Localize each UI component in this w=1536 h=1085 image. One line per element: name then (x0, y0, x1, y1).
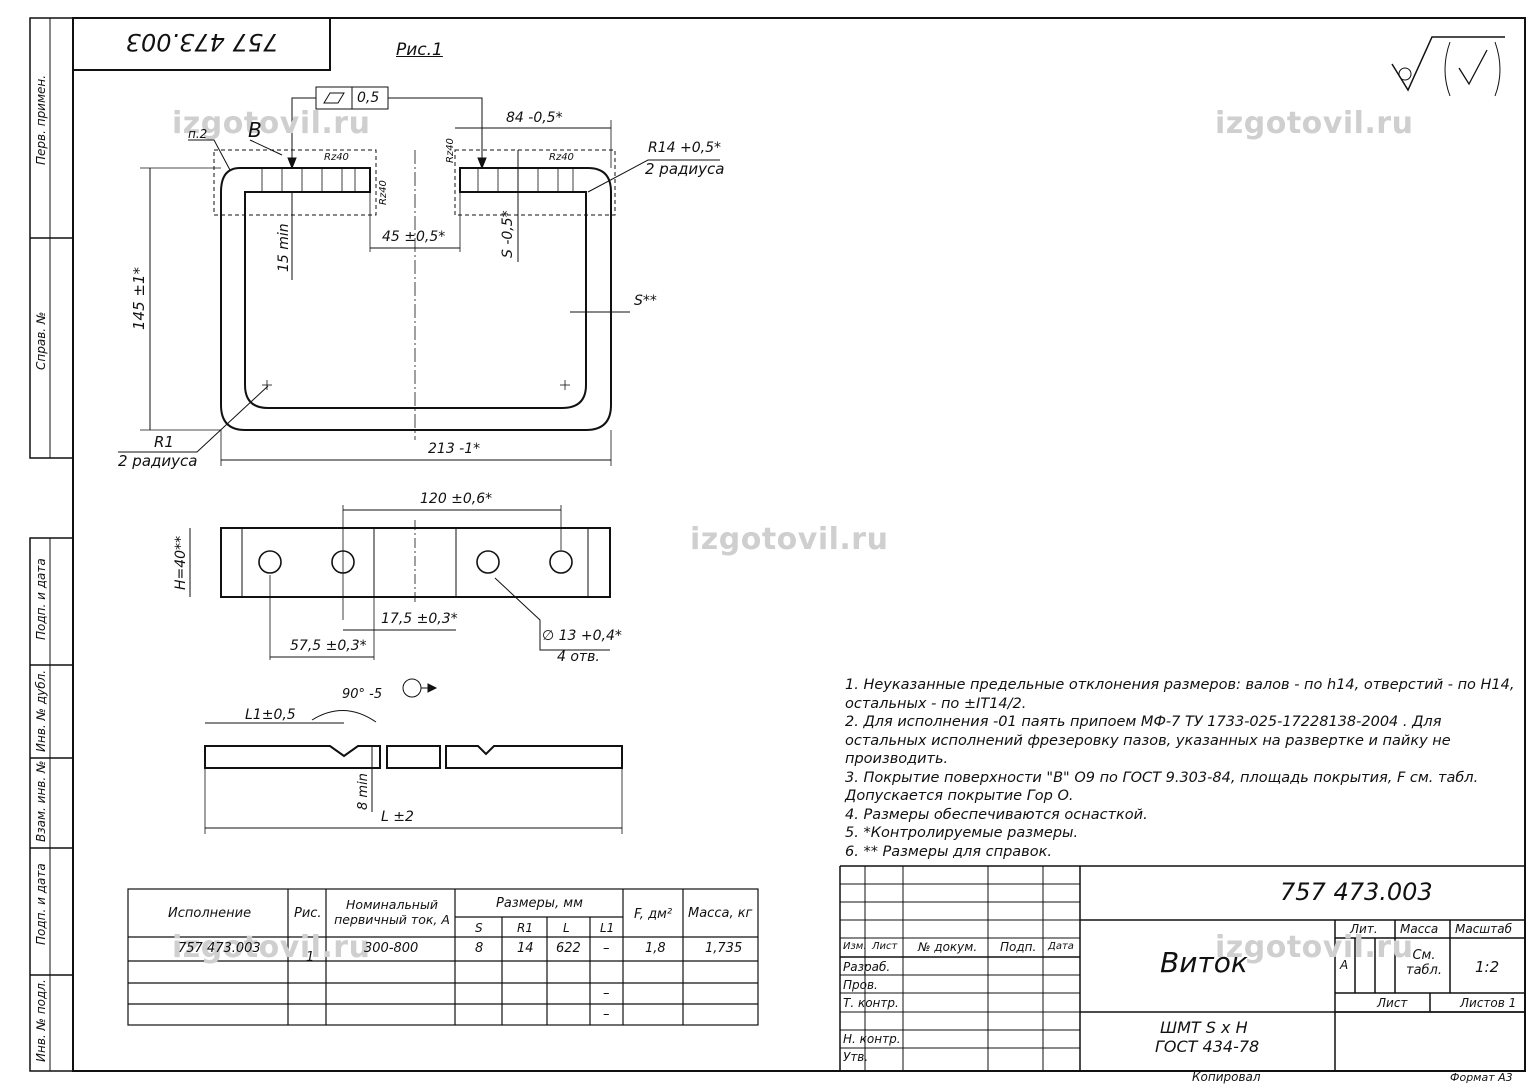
dim-d13: ∅ 13 +0,4* (542, 628, 622, 644)
note-6: 6. ** Размеры для справок. (845, 843, 1052, 860)
kopiroval: Копировал (1192, 1070, 1261, 1084)
lbl-listov: Листов 1 (1460, 996, 1517, 1010)
col-doc: № докум. (918, 940, 978, 954)
th-sizes: Размеры, мм (496, 896, 583, 911)
side-inv-podl: Инв. № подл. (34, 979, 48, 1062)
th-mass: Масса, кг (688, 906, 753, 921)
dim-213: 213 -1* (428, 441, 481, 457)
dim-r14-note: 2 радиуса (645, 160, 725, 178)
note-2: 2. Для исполнения -01 паять припоем МФ-7… (845, 714, 1451, 767)
td-s: 8 (475, 941, 484, 956)
rotated-drawing-number: 757 473.003 (125, 28, 279, 56)
dim-45: 45 ±0,5* (382, 229, 446, 245)
technical-notes: 1. Неуказанные предельные отклонения раз… (845, 676, 1525, 861)
dim-r1-note: 2 радиуса (118, 452, 198, 470)
dim-145: 145 ±1* (130, 266, 148, 330)
format: Формат А3 (1450, 1071, 1513, 1084)
figure-label: Рис.1 (396, 40, 443, 60)
th-r1: R1 (517, 921, 533, 935)
side-inv-dubl: Инв. № дубл. (34, 669, 48, 752)
watermark-2: izgotovil.ru (1215, 106, 1414, 141)
dim-17-5: 17,5 ±0,3* (381, 611, 458, 627)
col-list: Лист (872, 941, 898, 952)
td-fig: 1 (306, 950, 315, 965)
dim-84: 84 -0,5* (506, 110, 563, 126)
surface-letter: B (248, 118, 262, 142)
hdr-masshtab: Масштаб (1455, 922, 1513, 936)
side-podp-data-2: Подп. и дата (34, 863, 48, 945)
td-r1: 14 (517, 941, 534, 956)
th-fig: Рис. (294, 906, 322, 921)
dim-r1: R1 (154, 433, 174, 451)
lbl-list: Лист (1377, 996, 1408, 1010)
title-name: Виток (1160, 946, 1248, 979)
th-f: F, дм² (634, 907, 673, 922)
val-masshtab: 1:2 (1475, 958, 1500, 976)
side-perv-primen: Перв. примен. (34, 74, 48, 165)
note-1: 1. Неуказанные предельные отклонения раз… (845, 677, 1515, 712)
td-dash-2: – (603, 1007, 610, 1022)
th-l1: L1 (600, 921, 615, 935)
rz40-4: Rz40 (445, 138, 456, 163)
val-lit: А (1340, 958, 1349, 972)
td-dash-1: – (603, 986, 610, 1001)
td-l: 622 (556, 941, 581, 956)
rz40-2: Rz40 (549, 152, 574, 163)
dim-57-5: 57,5 ±0,3* (290, 638, 367, 654)
dim-holes: 4 отв. (557, 649, 600, 665)
title-number: 757 473.003 (1280, 878, 1433, 906)
dim-h40: H=40** (173, 535, 189, 590)
col-sign: Подп. (1000, 940, 1037, 954)
col-izm: Изм. (843, 941, 867, 952)
row-nkontr: Н. контр. (843, 1032, 901, 1046)
val-massa: См. табл. (1406, 948, 1442, 978)
col-date: Дата (1048, 941, 1074, 952)
material-2: ГОСТ 434-78 (1155, 1037, 1260, 1056)
watermark-1: izgotovil.ru (172, 106, 371, 141)
td-variant: 757 473.003 (178, 941, 261, 956)
th-variant: Исполнение (168, 906, 252, 921)
td-l1: – (603, 941, 610, 956)
dim-8min: 8 min (356, 773, 371, 810)
dim-s05: S -0,5* (500, 210, 516, 258)
side-sprav-no: Справ. № (34, 311, 48, 370)
dim-l: L ±2 (381, 809, 414, 825)
th-s: S (475, 921, 483, 935)
row-tkontr: Т. контр. (843, 996, 899, 1010)
note-5: 5. *Контролируемые размеры. (845, 825, 1079, 841)
watermark-5: izgotovil.ru (1215, 930, 1414, 965)
row-utv: Утв. (843, 1050, 869, 1064)
hdr-lit: Лит. (1350, 922, 1378, 936)
td-current: 300-800 (364, 941, 419, 956)
watermark-4: izgotovil.ru (172, 930, 371, 965)
th-current: Номинальный первичный ток, А (334, 897, 450, 927)
dim-s-ref: S** (634, 293, 657, 309)
rz40-1: Rz40 (324, 152, 349, 163)
dim-r14: R14 +0,5* (648, 140, 721, 156)
dim-l1: L1±0,5 (245, 707, 296, 723)
dim-15min: 15 min (276, 223, 292, 272)
td-mass: 1,735 (705, 941, 743, 956)
rz40-3: Rz40 (378, 180, 389, 205)
side-vzam-inv: Взам. инв. № (34, 760, 48, 842)
side-podp-data-1: Подп. и дата (34, 558, 48, 640)
dim-angle: 90° -5 (342, 687, 383, 702)
row-razrab: Разраб. (843, 960, 891, 974)
note-3: 3. Покрытие поверхности "В" O9 по ГОСТ 9… (845, 769, 1479, 805)
material-1: ШМТ S x H (1160, 1018, 1248, 1037)
dim-120: 120 ±0,6* (420, 491, 493, 507)
hdr-massa: Масса (1400, 922, 1439, 936)
tolerance-value: 0,5 (357, 90, 380, 106)
td-f: 1,8 (645, 941, 666, 956)
th-l: L (563, 921, 570, 935)
note-4: 4. Размеры обеспечиваются оснасткой. (845, 806, 1148, 823)
row-prov: Пров. (843, 978, 878, 992)
watermark-3: izgotovil.ru (690, 522, 889, 557)
dim-p2: п.2 (188, 127, 208, 141)
